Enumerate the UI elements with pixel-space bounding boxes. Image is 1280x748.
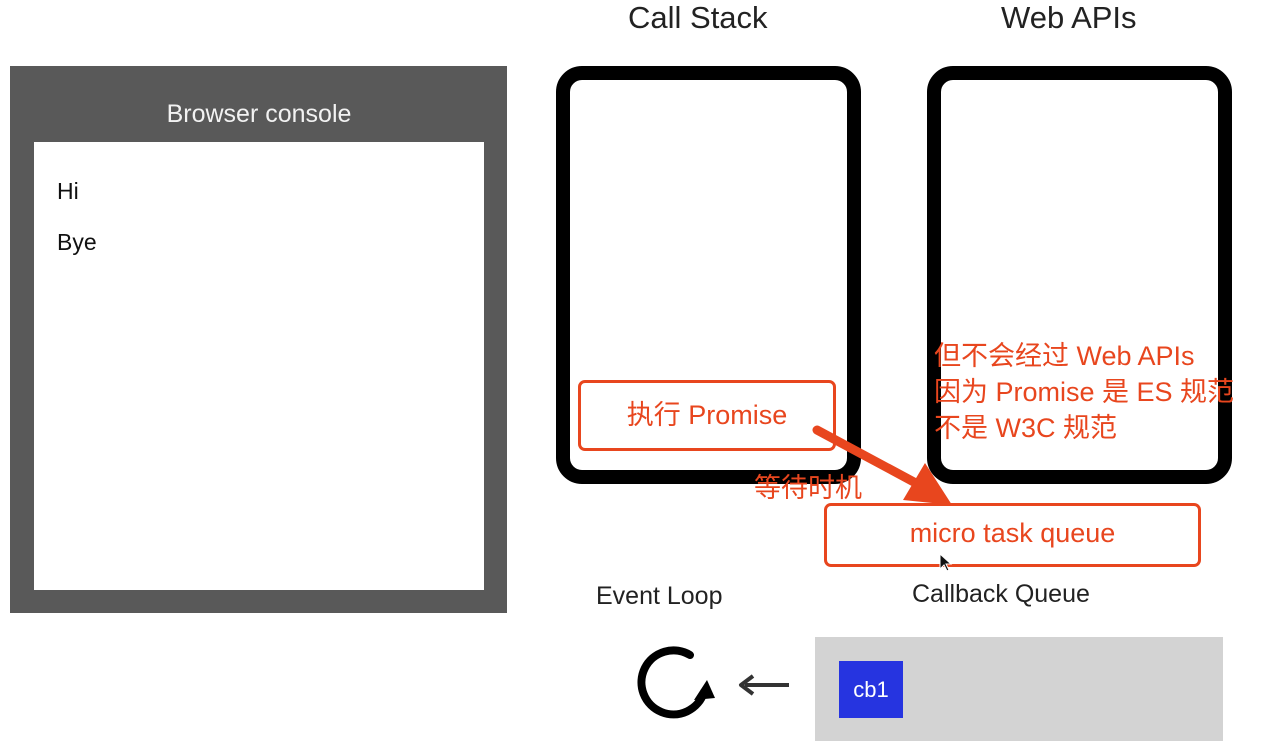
callback-queue-label: Callback Queue: [912, 580, 1090, 608]
call-stack-box: [556, 66, 861, 484]
event-loop-label: Event Loop: [596, 582, 723, 610]
micro-task-queue-label: micro task queue: [909, 518, 1116, 548]
web-api-note-line: 因为 Promise 是 ES 规范: [934, 377, 1235, 407]
execute-promise-highlight: [578, 380, 836, 451]
execute-promise-label: 执行 Promise: [626, 400, 788, 430]
web-apis-box: [927, 66, 1232, 484]
callback-item: cb1: [839, 661, 903, 718]
mouse-cursor-icon: [939, 553, 953, 572]
console-log-line: Bye: [57, 229, 97, 255]
wait-label: 等待时机: [754, 473, 862, 503]
circular-arrow-icon: [637, 646, 715, 719]
micro-task-queue-box: [824, 503, 1201, 567]
arrow-left-icon: [739, 674, 789, 696]
web-apis-heading: Web APIs: [1001, 0, 1137, 35]
call-stack-heading: Call Stack: [628, 0, 768, 35]
web-api-note: 但不会经过 Web APIs 因为 Promise 是 ES 规范 不是 W3C…: [934, 338, 1234, 446]
browser-console-title: Browser console: [166, 100, 352, 128]
web-api-note-line: 但不会经过 Web APIs: [934, 341, 1195, 371]
browser-console-output: [34, 142, 484, 590]
console-log-line: Hi: [57, 178, 79, 204]
web-api-note-line: 不是 W3C 规范: [934, 413, 1118, 443]
